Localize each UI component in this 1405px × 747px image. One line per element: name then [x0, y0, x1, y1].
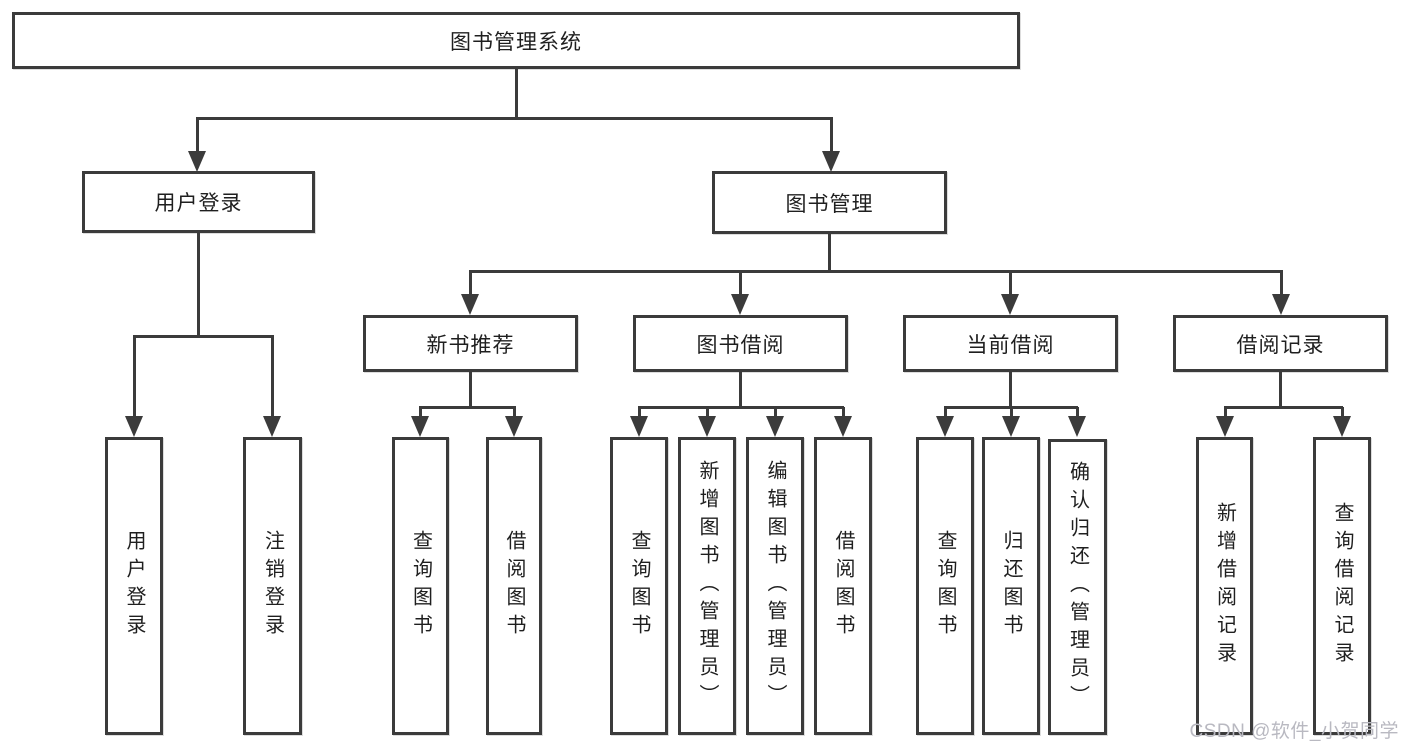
- node-label: 借阅图书: [832, 530, 854, 642]
- leaf-current-return-books: 归还图书: [982, 437, 1040, 735]
- node-root: 图书管理系统: [12, 12, 1020, 69]
- node-label: 新增图书（管理员）: [696, 460, 718, 712]
- connector-line: [515, 69, 518, 119]
- arrow-down-icon: [125, 336, 143, 437]
- arrow-down-icon: [834, 407, 852, 437]
- connector-line: [739, 372, 742, 408]
- node-label: 用户登录: [123, 530, 145, 642]
- connector-line: [1279, 372, 1282, 408]
- arrow-down-icon: [1002, 407, 1020, 437]
- node-new-book-recommend: 新书推荐: [363, 315, 578, 372]
- connector-line: [197, 233, 200, 337]
- connector-line: [828, 234, 831, 272]
- arrow-down-icon: [766, 407, 784, 437]
- arrow-down-icon: [1216, 407, 1234, 437]
- leaf-logout: 注销登录: [243, 437, 302, 735]
- arrow-down-icon: [1001, 271, 1019, 315]
- connector-line: [469, 270, 1283, 273]
- arrow-down-icon: [411, 407, 429, 437]
- node-borrow-records: 借阅记录: [1173, 315, 1388, 372]
- node-current-borrow: 当前借阅: [903, 315, 1118, 372]
- csdn-watermark: CSDN @软件_小贺同学: [1189, 721, 1399, 742]
- node-label: 借阅记录: [1236, 333, 1325, 357]
- arrow-down-icon: [188, 118, 206, 172]
- node-label: 注销登录: [261, 530, 284, 642]
- connector-line: [419, 406, 516, 409]
- arrow-down-icon: [1333, 407, 1351, 437]
- node-label: 新书推荐: [426, 333, 515, 357]
- node-label: 图书管理: [785, 192, 874, 216]
- leaf-recommend-borrow-books: 借阅图书: [486, 437, 542, 735]
- arrow-down-icon: [1068, 407, 1086, 437]
- leaf-borrow-query-books: 查询图书: [610, 437, 668, 735]
- arrow-down-icon: [263, 336, 281, 437]
- node-book-borrow: 图书借阅: [633, 315, 848, 372]
- node-book-management: 图书管理: [712, 171, 947, 234]
- node-user-login: 用户登录: [82, 171, 315, 233]
- arrow-down-icon: [698, 407, 716, 437]
- node-label: 借阅图书: [503, 530, 525, 642]
- arrow-down-icon: [822, 118, 840, 172]
- node-label: 新增借阅记录: [1213, 502, 1236, 670]
- leaf-borrow-borrow-books: 借阅图书: [814, 437, 872, 735]
- arrow-down-icon: [505, 407, 523, 437]
- connector-line: [196, 117, 833, 120]
- connector-line: [638, 406, 844, 409]
- leaf-recommend-query-books: 查询图书: [392, 437, 449, 735]
- leaf-user-login: 用户登录: [105, 437, 163, 735]
- leaf-current-query-books: 查询图书: [916, 437, 974, 735]
- node-label: 归还图书: [1000, 530, 1022, 642]
- node-label: 查询图书: [934, 530, 956, 642]
- node-label: 当前借阅: [966, 333, 1055, 357]
- arrow-down-icon: [936, 407, 954, 437]
- arrow-down-icon: [461, 271, 479, 315]
- node-label: 图书管理系统: [450, 30, 582, 54]
- arrow-down-icon: [1272, 271, 1290, 315]
- connector-line: [1009, 372, 1012, 408]
- node-label: 确认归还（管理员）: [1066, 461, 1089, 713]
- node-label: 图书借阅: [696, 333, 785, 357]
- connector-line: [133, 335, 274, 338]
- leaf-borrow-edit-books-admin: 编辑图书（管理员）: [746, 437, 804, 735]
- node-label: 查询图书: [628, 530, 650, 642]
- arrow-down-icon: [731, 271, 749, 315]
- node-label: 用户登录: [154, 192, 243, 215]
- node-label: 查询图书: [409, 530, 432, 642]
- node-label: 查询借阅记录: [1331, 502, 1353, 670]
- leaf-records-add-record: 新增借阅记录: [1196, 437, 1253, 735]
- leaf-current-confirm-return-admin: 确认归还（管理员）: [1048, 439, 1107, 735]
- leaf-records-query-record: 查询借阅记录: [1313, 437, 1371, 735]
- leaf-borrow-add-books-admin: 新增图书（管理员）: [678, 437, 736, 735]
- arrow-down-icon: [630, 407, 648, 437]
- connector-line: [469, 372, 472, 408]
- connector-line: [1224, 406, 1343, 409]
- node-label: 编辑图书（管理员）: [764, 460, 786, 712]
